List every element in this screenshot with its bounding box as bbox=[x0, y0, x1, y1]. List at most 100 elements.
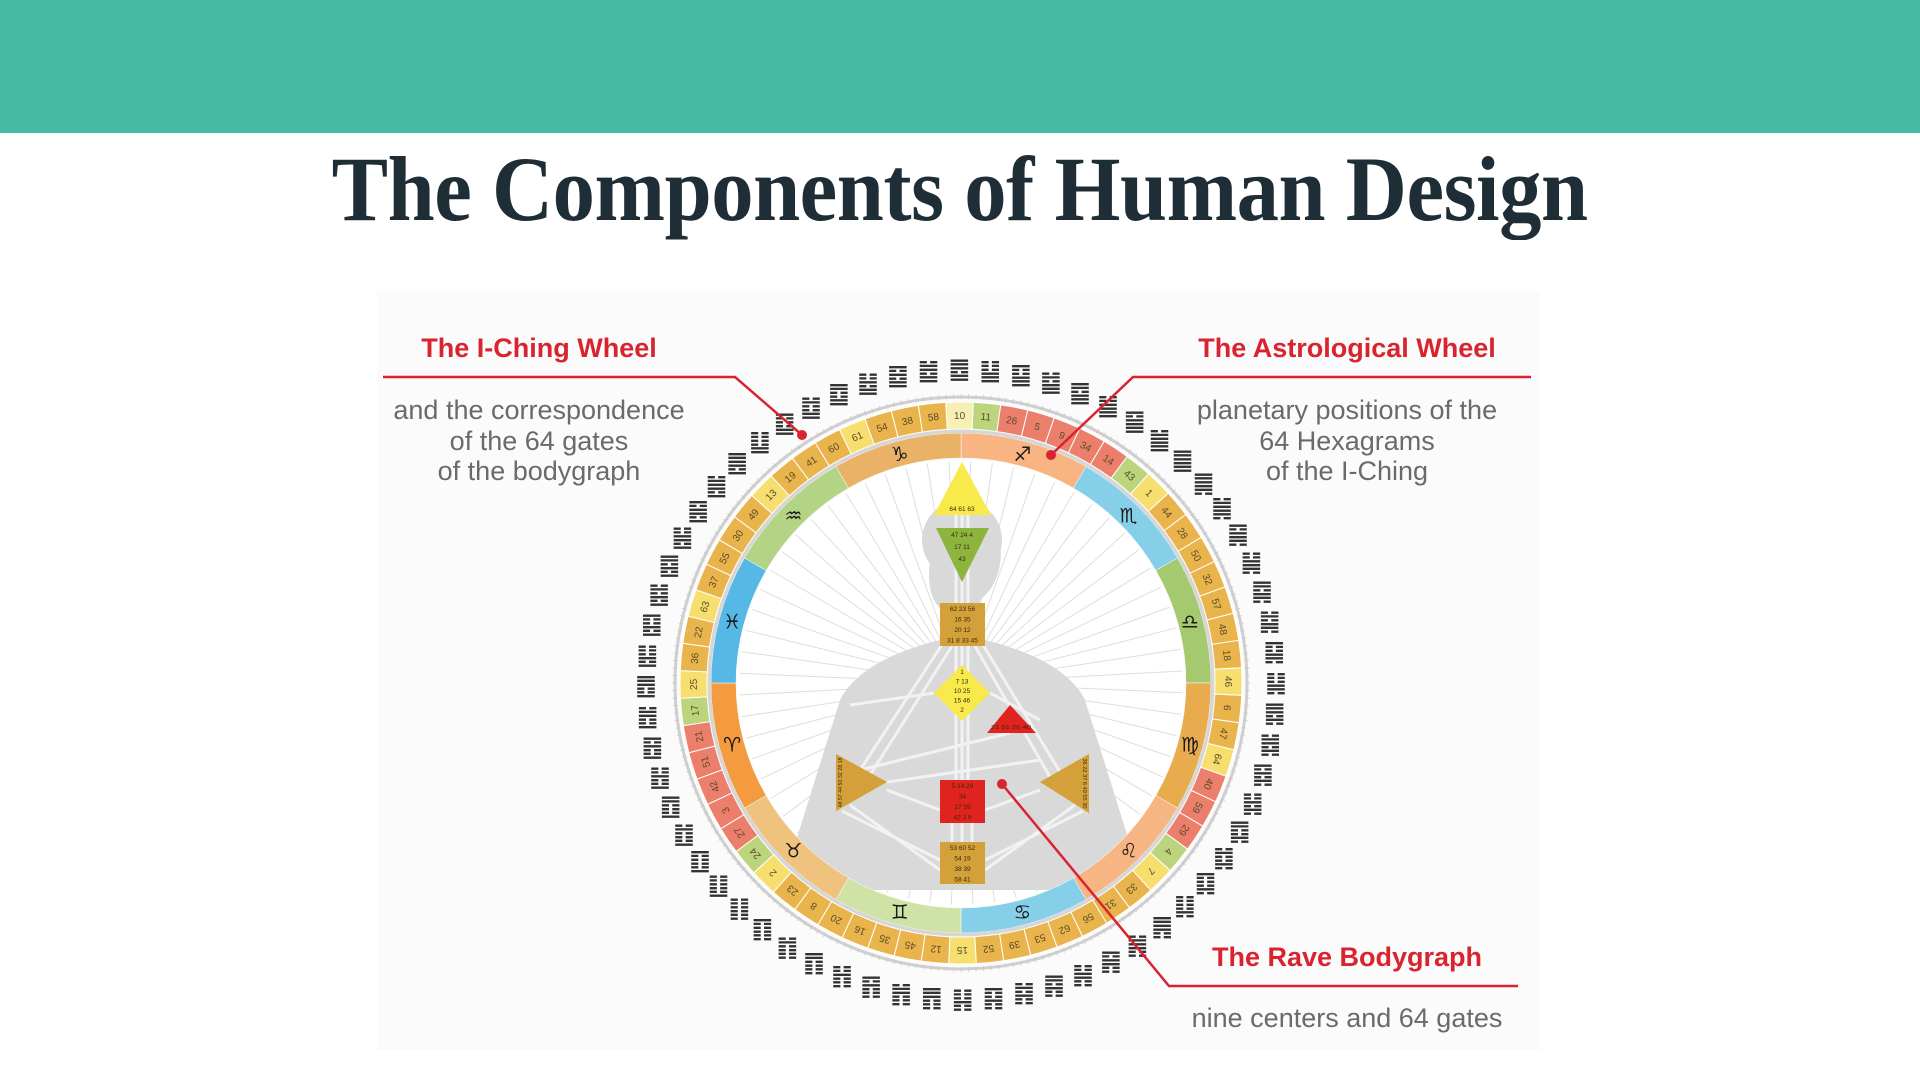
tick-mark bbox=[773, 463, 777, 468]
tick-mark bbox=[1190, 849, 1196, 854]
heart-center bbox=[987, 705, 1036, 733]
tick-mark bbox=[700, 804, 705, 808]
tick-mark bbox=[676, 629, 682, 632]
gate-number: 61 bbox=[850, 430, 865, 445]
center-gate-numbers: 62 23 56 bbox=[950, 606, 976, 613]
hexagram-icon: ䷰ bbox=[706, 471, 728, 499]
tick-mark bbox=[836, 422, 840, 427]
center-gate-numbers: 42 3 9 bbox=[953, 815, 971, 822]
gate-number: 64 bbox=[1209, 752, 1223, 766]
gate-number: 25 bbox=[689, 678, 700, 690]
tick-mark bbox=[1121, 916, 1125, 922]
tick-mark bbox=[784, 908, 789, 913]
tick-mark bbox=[1235, 756, 1241, 759]
tick-mark bbox=[1202, 831, 1208, 835]
tick-mark bbox=[1230, 770, 1236, 773]
tick-mark bbox=[829, 935, 833, 941]
gate-number: 45 bbox=[903, 938, 916, 951]
gate-number: 3 bbox=[720, 804, 733, 815]
desc-line: of the bodygraph bbox=[437, 456, 641, 486]
tick-mark bbox=[675, 637, 681, 639]
tick-mark bbox=[696, 565, 702, 568]
hexagram-icon: ䷐ bbox=[637, 703, 659, 731]
gate-number: 4 bbox=[1162, 845, 1174, 857]
hexagram-icon: ䷭ bbox=[1265, 668, 1287, 696]
gate-number: 22 bbox=[693, 625, 706, 638]
tick-mark bbox=[761, 473, 766, 478]
center-gate-numbers: 2 bbox=[960, 707, 964, 714]
hexagram-icon: ䷿ bbox=[1252, 760, 1274, 788]
tick-mark bbox=[1186, 506, 1191, 511]
gate-number: 38 bbox=[901, 415, 915, 428]
gate-number: 34 bbox=[1078, 440, 1093, 455]
hexagram-icon: ䷑ bbox=[1264, 637, 1286, 665]
tick-mark bbox=[1220, 798, 1226, 801]
hexagram-icon: ䷏ bbox=[831, 962, 853, 990]
hexagram-icon: ䷤ bbox=[659, 551, 681, 579]
gate-number: 18 bbox=[1220, 649, 1232, 662]
tick-mark bbox=[736, 861, 741, 866]
hexagram-icon: ䷦ bbox=[1013, 979, 1035, 1007]
tick-mark bbox=[900, 400, 903, 406]
aries-icon: ♈ bbox=[723, 732, 741, 756]
hexagram-icon: ䷊ bbox=[979, 356, 1001, 384]
tick-mark bbox=[1226, 784, 1231, 787]
tick-mark bbox=[816, 928, 820, 934]
tick-mark bbox=[997, 396, 1000, 402]
tick-mark bbox=[1041, 955, 1044, 961]
tick-mark bbox=[778, 903, 783, 908]
gate-number: 48 bbox=[1216, 623, 1229, 637]
tick-mark bbox=[710, 824, 716, 828]
tick-mark bbox=[1243, 652, 1249, 654]
gate-number: 17 bbox=[690, 704, 702, 717]
hexagram-icon: ䷉ bbox=[949, 355, 971, 383]
tick-mark bbox=[1213, 811, 1219, 815]
hexagram-icon: ䷀ bbox=[1172, 446, 1194, 474]
tick-mark bbox=[1230, 593, 1236, 596]
tick-mark bbox=[1145, 463, 1149, 468]
radial-line bbox=[994, 567, 1152, 663]
tick-mark bbox=[736, 500, 741, 505]
gate-number: 54 bbox=[875, 421, 889, 435]
tick-mark bbox=[1012, 398, 1015, 404]
tick-mark bbox=[751, 878, 756, 883]
center-gate-numbers: 15 46 bbox=[954, 698, 971, 705]
radial-line bbox=[990, 532, 1126, 657]
gate-number: 10 bbox=[954, 411, 966, 422]
desc-line: nine centers and 64 gates bbox=[1191, 1003, 1503, 1033]
tick-mark bbox=[857, 948, 860, 953]
hexagram-icon: ䷙ bbox=[1010, 361, 1032, 389]
tick-mark bbox=[1237, 615, 1243, 618]
tick-mark bbox=[703, 551, 709, 555]
hexagram-icon: ䷟ bbox=[1241, 548, 1263, 576]
hexagram-icon: ䷮ bbox=[1260, 730, 1282, 758]
hexagram-icon: ䷓ bbox=[803, 949, 825, 977]
hexagram-icon: ䷁ bbox=[729, 894, 751, 922]
hexagram-icon: ䷃ bbox=[1195, 869, 1217, 897]
iching-wheel-title: The I-Ching Wheel bbox=[421, 333, 657, 363]
gate-number: 55 bbox=[718, 551, 733, 566]
gate-number: 50 bbox=[1188, 549, 1203, 564]
tick-mark bbox=[726, 512, 732, 517]
hexagram-icon: ䷍ bbox=[1124, 407, 1146, 435]
tick-mark bbox=[1041, 405, 1044, 411]
gate-number: 47 bbox=[1216, 727, 1229, 740]
astro-callout-line bbox=[1050, 375, 1531, 456]
iching-wheel: ♐♏♎♍♌♋♊♉♈♓♒♑10䷉11䷊26䷙5䷄9䷈34䷡14䷍43䷪1䷀44䷫2… bbox=[635, 355, 1287, 1013]
tick-mark bbox=[1005, 397, 1007, 403]
center-gate-numbers: 1 bbox=[960, 669, 964, 676]
tick-mark bbox=[718, 837, 724, 841]
gate-number: 16 bbox=[853, 922, 868, 937]
tick-mark bbox=[816, 432, 820, 438]
tick-mark bbox=[1206, 538, 1212, 542]
gate-number: 46 bbox=[1222, 676, 1233, 688]
hexagram-icon: ䷒ bbox=[749, 428, 771, 456]
tick-mark bbox=[688, 777, 694, 780]
aquarius-icon: ♒ bbox=[784, 503, 802, 527]
tick-mark bbox=[1012, 962, 1015, 968]
tick-mark bbox=[1069, 945, 1072, 951]
desc-line: 64 Hexagrams bbox=[1259, 425, 1435, 456]
taurus-icon: ♉ bbox=[784, 839, 802, 863]
hexagram-icon: ䷜ bbox=[1213, 844, 1235, 872]
